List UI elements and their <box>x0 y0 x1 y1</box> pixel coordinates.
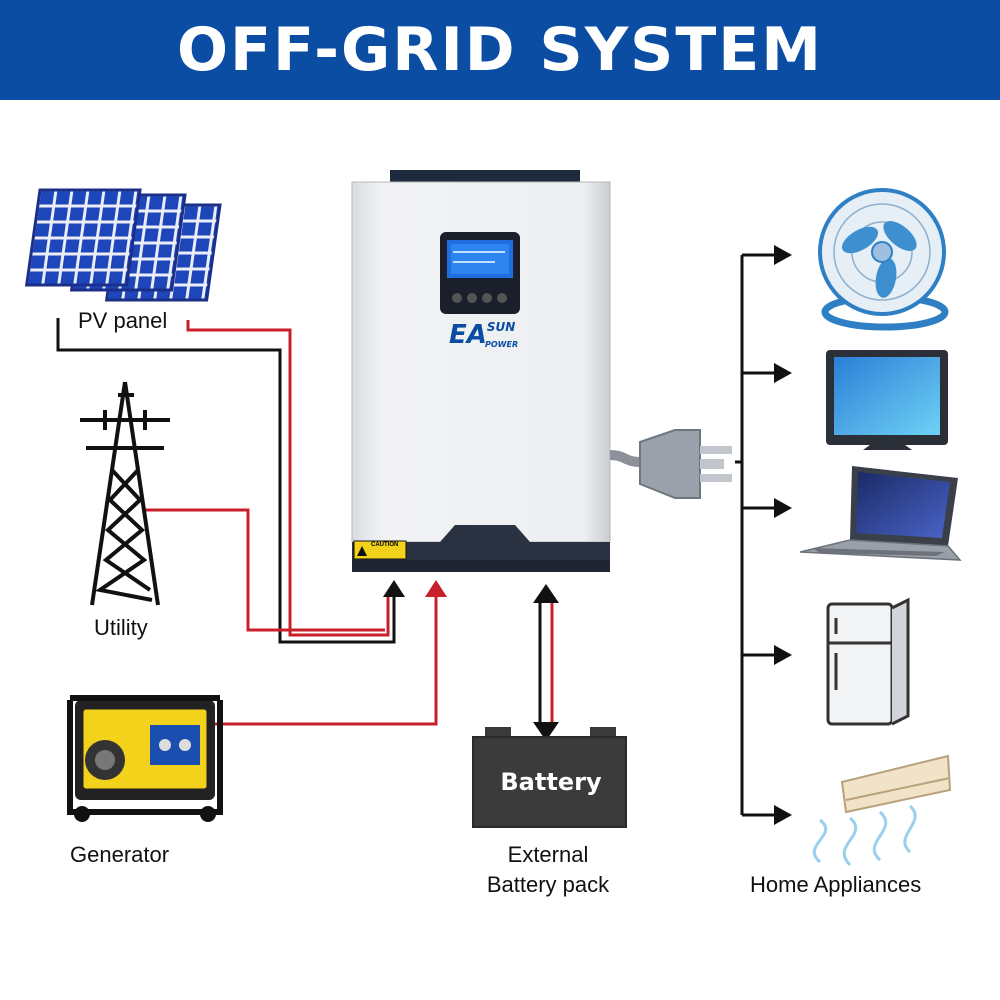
utility-label: Utility <box>94 615 148 640</box>
battery-caption-line1: External <box>507 842 589 867</box>
arrow-laptop <box>774 498 792 518</box>
arrow-battery-up <box>533 584 559 603</box>
fan-icon <box>818 188 949 331</box>
battery-icon <box>472 727 627 828</box>
arrow-pv <box>383 580 405 597</box>
arrow-fan <box>774 245 792 265</box>
generator-wire <box>212 592 438 726</box>
title-banner: OFF-GRID SYSTEM <box>0 0 1000 100</box>
fridge-icon <box>826 597 910 726</box>
inverter-icon <box>351 170 732 572</box>
pv-panel-label: PV panel <box>78 308 168 333</box>
tv-icon <box>826 350 948 450</box>
arrow-ac-in <box>425 580 447 597</box>
arrow-battery-down <box>533 722 559 741</box>
utility-wire <box>145 508 385 632</box>
pv-panel-icon <box>24 188 222 302</box>
pv-wire-red <box>186 320 390 637</box>
pv-wire <box>56 318 396 644</box>
page-title: OFF-GRID SYSTEM <box>177 15 823 85</box>
utility-tower-icon <box>80 381 170 606</box>
battery-label: Battery <box>500 768 602 796</box>
wires <box>56 253 778 817</box>
arrow-ac <box>774 805 792 825</box>
air-conditioner-icon <box>812 754 952 867</box>
battery-caption-line2: Battery pack <box>486 872 610 897</box>
arrow-tv <box>774 363 792 383</box>
arrow-fridge <box>774 645 792 665</box>
inverter-brand-logo: EASUN POWER <box>449 320 519 350</box>
laptop-icon <box>799 466 962 561</box>
home-appliances-label: Home Appliances <box>750 872 922 897</box>
caution-label: CAUTION <box>371 542 399 548</box>
generator-icon <box>67 695 223 822</box>
arrows <box>383 245 792 825</box>
generator-label: Generator <box>70 842 170 867</box>
